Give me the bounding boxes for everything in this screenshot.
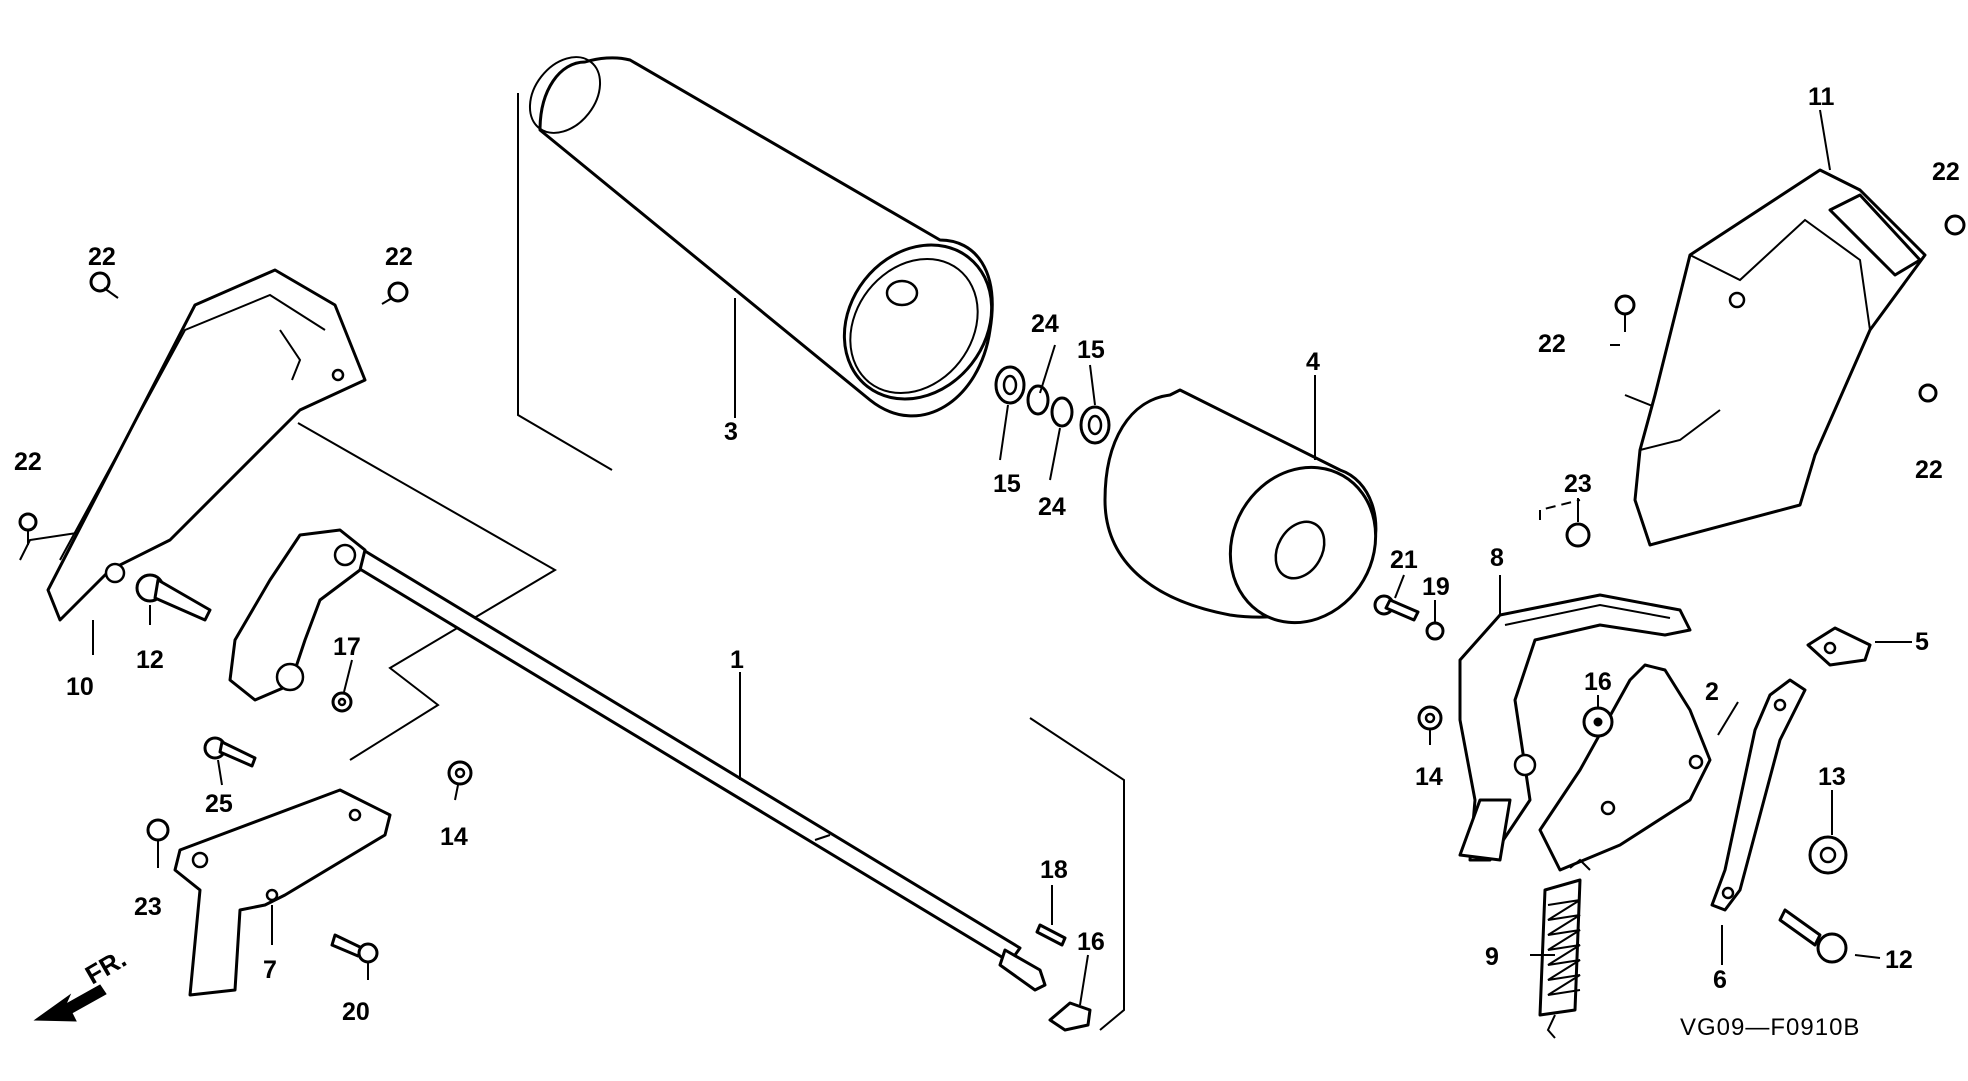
callout-11: 11 [1808,83,1835,111]
part-2-side-bracket [1538,663,1712,872]
part-9-spring [1538,858,1591,1039]
callout-22-c: 22 [14,448,42,476]
bolt-12-right [1778,908,1848,964]
callout-19: 19 [1422,573,1450,601]
callout-25: 25 [205,790,233,818]
callout-22-f: 22 [1915,456,1943,484]
nut-19 [1425,621,1445,641]
callout-22-e: 22 [1932,158,1960,186]
callout-14-left: 14 [440,823,468,851]
callout-7: 7 [263,956,277,984]
nut-13 [1808,835,1848,875]
callout-15-bottom: 15 [993,470,1021,498]
callout-5: 5 [1915,628,1929,656]
screw-22-c [18,512,38,545]
callout-16-right: 16 [1584,668,1612,696]
part-7-bracket [173,788,392,997]
nut-23-right [1565,522,1591,548]
callout-12-left: 12 [136,646,164,674]
part-8-ratchet-bracket [1458,593,1692,862]
callout-2: 2 [1705,678,1719,706]
part-11-right-cover [1633,168,1927,547]
part-10-left-cover [46,268,367,622]
shaft-mount-plate [228,528,367,702]
callout-23-left: 23 [134,893,162,921]
callout-22-d: 22 [1538,330,1566,358]
screw-22-d [1614,294,1636,332]
nut-14-right [1417,705,1443,731]
washer-16-right [1582,706,1614,738]
callout-24-top: 24 [1031,310,1059,338]
callouts: 1 2 3 4 5 6 7 8 9 10 11 12 12 13 14 14 1… [14,83,1960,1026]
screw-22-e [1944,214,1966,236]
callout-20: 20 [342,998,370,1026]
nut-17 [331,691,353,713]
bolt-21 [1373,594,1420,622]
callout-18: 18 [1040,856,1068,884]
screw-22-a [89,271,119,299]
washer-16-left [1048,1001,1092,1032]
front-direction-indicator: FR. [33,943,131,1022]
screw-22-f [1918,383,1938,403]
callout-16-left: 16 [1077,928,1105,956]
front-label: FR. [80,943,131,990]
callout-15-top: 15 [1077,336,1105,364]
callout-1: 1 [730,646,744,674]
callout-12-right: 12 [1885,946,1913,974]
clip-5 [1806,626,1872,667]
bolt-20 [330,933,379,964]
callout-21: 21 [1390,546,1418,574]
callout-14-right: 14 [1415,763,1443,791]
callout-6: 6 [1713,966,1727,994]
callout-9: 9 [1485,943,1499,971]
callout-22-b: 22 [385,243,413,271]
callout-8: 8 [1490,544,1504,572]
callout-10: 10 [66,673,94,701]
leader-lines [92,109,1912,1006]
callout-3: 3 [724,418,738,446]
nut-23-left [146,818,170,842]
washers-15-24 [994,365,1111,445]
callout-22-a: 22 [88,243,116,271]
part-6-arm [1710,678,1807,912]
callout-23-right: 23 [1564,470,1592,498]
hardware [18,214,1966,1032]
screw-22-b [381,281,409,305]
part-3-drum [528,56,994,418]
callout-4: 4 [1306,348,1320,376]
nut-14-left [447,760,473,786]
callout-13: 13 [1818,763,1846,791]
callout-17: 17 [333,633,361,661]
pin-18 [1035,923,1067,947]
front-arrow-icon [33,984,107,1022]
part-4-roller [1103,388,1378,625]
bolt-25 [203,736,257,768]
bolt-12-left [135,573,212,622]
drawing-code: VG09—F0910B [1680,1014,1860,1041]
callout-24-bottom: 24 [1038,493,1066,521]
